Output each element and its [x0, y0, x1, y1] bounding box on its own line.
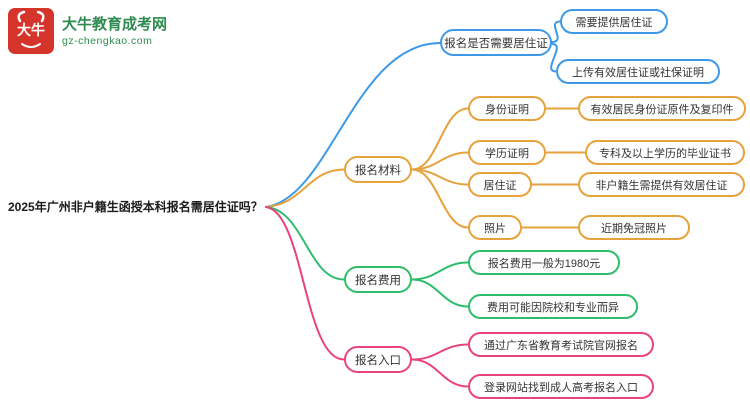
branch-fees: 报名费用	[344, 266, 412, 293]
node-entry-website: 通过广东省教育考试院官网报名	[468, 332, 654, 357]
site-name: 大牛教育成考网	[62, 15, 168, 33]
node-education-proof-label: 学历证明	[468, 140, 546, 165]
node-fee-vary: 费用可能因院校和专业而异	[468, 294, 638, 319]
branch-need-residence-permit: 报名是否需要居住证	[440, 29, 552, 56]
site-logo: 大牛 大牛教育成考网 gz-chengkao.com	[8, 8, 167, 54]
node-photo-label: 照片	[468, 215, 522, 240]
logo-ox-icon: 大牛	[8, 8, 54, 54]
node-entry-login: 登录网站找到成人高考报名入口	[468, 374, 654, 399]
root-topic: 2025年广州非户籍生函授本科报名需居住证吗？	[8, 200, 263, 214]
branch-materials: 报名材料	[344, 156, 412, 183]
logo-text-block: 大牛教育成考网 gz-chengkao.com	[62, 15, 167, 48]
node-fee-amount: 报名费用一般为1980元	[468, 250, 620, 275]
node-education-proof-detail: 专科及以上学历的毕业证书	[585, 140, 745, 165]
node-residence-permit-label: 居住证	[468, 172, 532, 197]
node-need-provide-permit: 需要提供居住证	[560, 9, 668, 34]
site-url: gz-chengkao.com	[62, 34, 153, 47]
svg-text:大牛: 大牛	[17, 22, 45, 38]
branch-entry: 报名入口	[344, 346, 412, 373]
orange-branch-links	[265, 107, 586, 229]
node-upload-permit-or-social-security: 上传有效居住证或社保证明	[556, 59, 720, 84]
node-id-proof-detail: 有效居民身份证原件及复印件	[578, 96, 746, 121]
node-id-proof-label: 身份证明	[468, 96, 546, 121]
node-residence-permit-detail: 非户籍生需提供有效居住证	[578, 172, 745, 197]
node-photo-detail: 近期免冠照片	[578, 215, 690, 240]
